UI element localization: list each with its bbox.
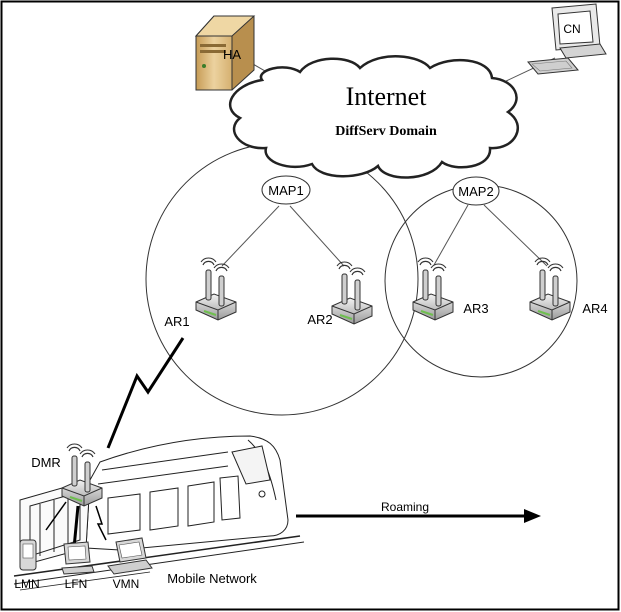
dmr-label: DMR (31, 455, 61, 470)
map1-ar1-link (221, 205, 280, 267)
lfn-label: LFN (65, 577, 88, 591)
server-icon (194, 15, 256, 91)
roaming-arrowhead (524, 509, 541, 523)
dmr-lfn-link (72, 505, 80, 549)
roaming-label: Roaming (381, 500, 429, 514)
cloud-subtitle: DiffServ Domain (335, 124, 437, 139)
ar2-label: AR2 (307, 312, 332, 327)
ar3-label: AR3 (463, 301, 488, 316)
ar1-label: AR1 (164, 314, 189, 329)
map2-label: MAP2 (458, 184, 493, 199)
cloud-title: Internet (346, 82, 428, 111)
map2-ar3-link (433, 204, 469, 266)
wireless-link-icon (106, 337, 185, 449)
map2-node (452, 176, 500, 206)
computer-icon (527, 3, 607, 75)
laptop-icon (107, 537, 153, 575)
ar4-label: AR4 (582, 301, 607, 316)
map1-label: MAP1 (268, 183, 303, 198)
dmr-vmn-link (95, 505, 107, 541)
map1-ar2-link (289, 205, 345, 267)
map1-node (261, 175, 311, 205)
cn-label: CN (563, 22, 580, 36)
train-icon (13, 435, 305, 591)
lmn-label: LMN (14, 577, 39, 591)
computer-icon (61, 541, 95, 575)
ha-label: HA (223, 47, 241, 62)
mobile-network-label: Mobile Network (167, 571, 257, 586)
mobile-phone-icon (19, 539, 37, 571)
vmn-label: VMN (113, 577, 140, 591)
map2-ar4-link (483, 204, 548, 267)
dmr-lmn-link (45, 501, 67, 531)
internet-cloud (228, 55, 520, 179)
